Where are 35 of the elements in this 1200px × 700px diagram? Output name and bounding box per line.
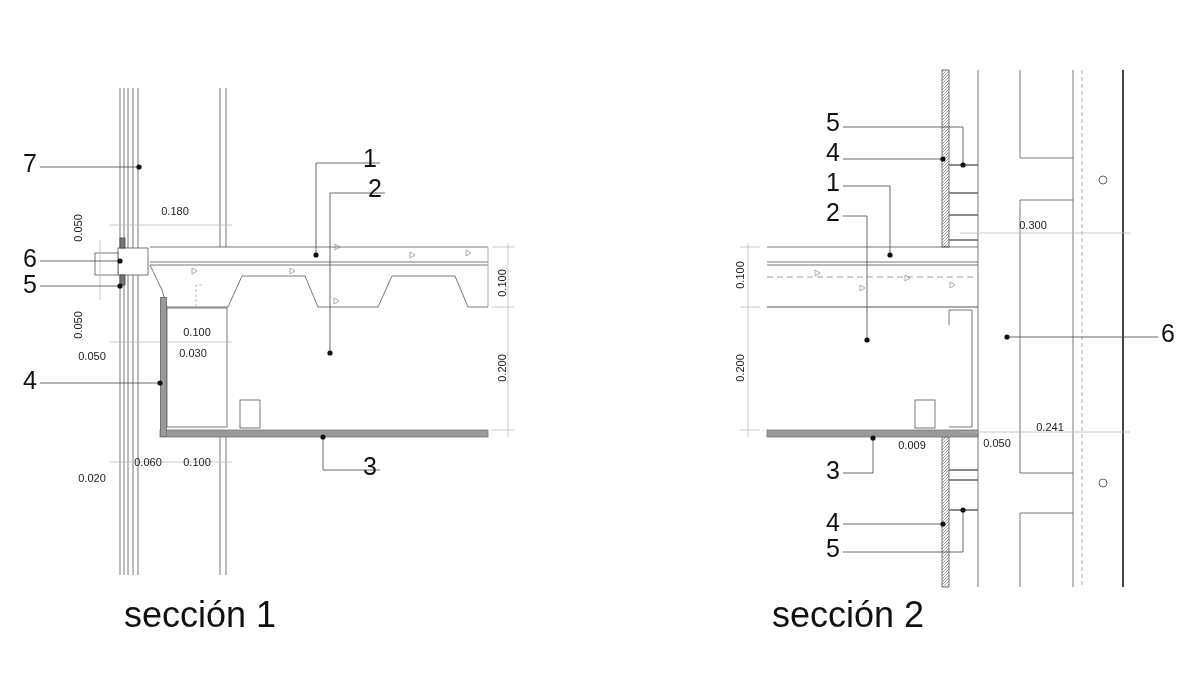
dimension-label: 0.050: [983, 437, 1011, 449]
dimension-label: 0.200: [496, 354, 508, 382]
callout-number: 4: [826, 139, 840, 165]
dimension-label: 0.020: [78, 472, 106, 484]
dimension-label: 0.060: [134, 456, 162, 468]
dimension-label: 0.200: [734, 354, 746, 382]
callout-number: 4: [826, 509, 840, 535]
callout-number: 6: [1161, 320, 1175, 346]
dimension-label: 0.050: [72, 214, 84, 242]
callout-number: 1: [826, 169, 840, 195]
dimension-label: 0.009: [898, 439, 926, 451]
callout-number: 4: [23, 367, 37, 393]
callout-number: 5: [826, 535, 840, 561]
dimension-label: 0.100: [183, 456, 211, 468]
dimension-label: 0.050: [72, 311, 84, 339]
dimension-label: 0.100: [183, 326, 211, 338]
callout-number: 1: [363, 145, 377, 171]
dimension-label: 0.100: [496, 269, 508, 297]
callout-number: 2: [826, 199, 840, 225]
dimension-label: 0.180: [161, 205, 189, 217]
callout-number: 6: [23, 245, 37, 271]
steel-plate: [160, 297, 167, 437]
callout-number: 3: [363, 453, 377, 479]
section-title: sección 1: [123, 597, 277, 633]
callout-number: 3: [826, 457, 840, 483]
callout-number: 2: [368, 175, 382, 201]
dimension-label: 0.241: [1036, 421, 1064, 433]
dimension-label: 0.100: [734, 261, 746, 289]
callout-number: 7: [23, 150, 37, 176]
dimension-label: 0.030: [179, 347, 207, 359]
callout-number: 5: [23, 271, 37, 297]
dimension-label: 0.300: [1019, 219, 1047, 231]
section-title: sección 2: [771, 597, 925, 633]
dimension-label: 0.050: [78, 350, 106, 362]
callout-number: 5: [826, 109, 840, 135]
